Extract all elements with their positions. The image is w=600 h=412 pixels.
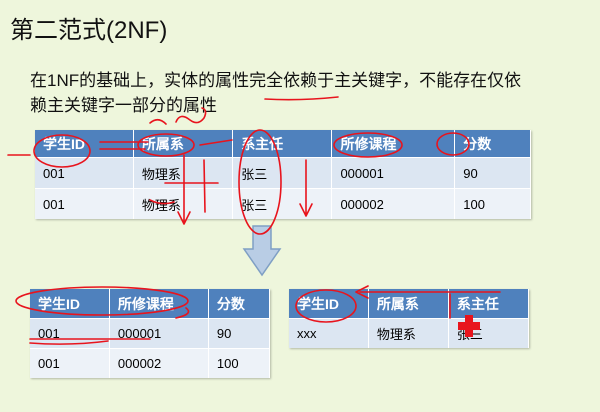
table-cell: 000002 (109, 348, 209, 378)
table-cell: 001 (30, 318, 110, 349)
header-cell: 所属系 (368, 289, 449, 319)
header-cell: 所修课程 (331, 130, 456, 158)
header-cell: 分数 (454, 130, 531, 158)
table-row: 001 物理系 张三 000002 100 (35, 188, 531, 219)
table-cell: 000002 (331, 188, 456, 219)
table-row: 001 000001 90 (30, 318, 271, 349)
down-arrow-icon (242, 225, 282, 277)
header-cell: 学生ID (289, 289, 369, 319)
table-cell: xxx (289, 318, 369, 348)
table-header-row: 学生ID 所修课程 分数 (30, 289, 271, 319)
table-header-row: 学生ID 所属系 系主任 (289, 289, 530, 319)
header-cell: 学生ID (30, 289, 110, 319)
table-cell: 100 (208, 348, 271, 378)
table-row: 001 000002 100 (30, 348, 271, 378)
table-cell: 物理系 (133, 157, 234, 189)
table-cell: 物理系 (368, 318, 449, 348)
table-cell: 90 (208, 318, 271, 349)
table-cell: 000001 (331, 157, 456, 189)
table-cell: 90 (454, 157, 531, 189)
left-table: 学生ID 所修课程 分数 001 000001 90 001 000002 10… (30, 289, 271, 378)
table-cell: 张三 (232, 157, 333, 189)
red-cross-icon (458, 315, 480, 337)
right-table: 学生ID 所属系 系主任 xxx 物理系 张三 (289, 289, 530, 348)
table-cell: 张三 (232, 188, 333, 219)
slide-title: 第二范式(2NF) (10, 17, 168, 44)
table-header-row: 学生ID 所属系 系主任 所修课程 分数 (35, 130, 531, 158)
table-cell: 物理系 (133, 188, 234, 219)
main-table: 学生ID 所属系 系主任 所修课程 分数 001 物理系 张三 000001 9… (35, 130, 531, 219)
slide-description: 在1NF的基础上，实体的属性完全依赖于主关键字，不能存在仅依 赖主关键字一部分的… (30, 68, 590, 118)
table-row: 001 物理系 张三 000001 90 (35, 157, 531, 189)
table-cell: 001 (35, 188, 134, 219)
table-cell: 000001 (109, 318, 209, 349)
description-line-2: 赖主关键字一部分的属性 (30, 96, 217, 115)
header-cell: 系主任 (232, 130, 333, 158)
header-cell: 所属系 (133, 130, 234, 158)
table-cell: 100 (454, 188, 531, 219)
table-cell: 张三 (448, 318, 530, 348)
description-line-1: 在1NF的基础上，实体的属性完全依赖于主关键字，不能存在仅依 (30, 71, 522, 90)
table-cell: 001 (35, 157, 134, 189)
header-cell: 学生ID (35, 130, 134, 158)
header-cell: 所修课程 (109, 289, 209, 319)
table-row: xxx 物理系 张三 (289, 318, 530, 348)
header-cell: 分数 (208, 289, 271, 319)
table-cell: 001 (30, 348, 110, 378)
